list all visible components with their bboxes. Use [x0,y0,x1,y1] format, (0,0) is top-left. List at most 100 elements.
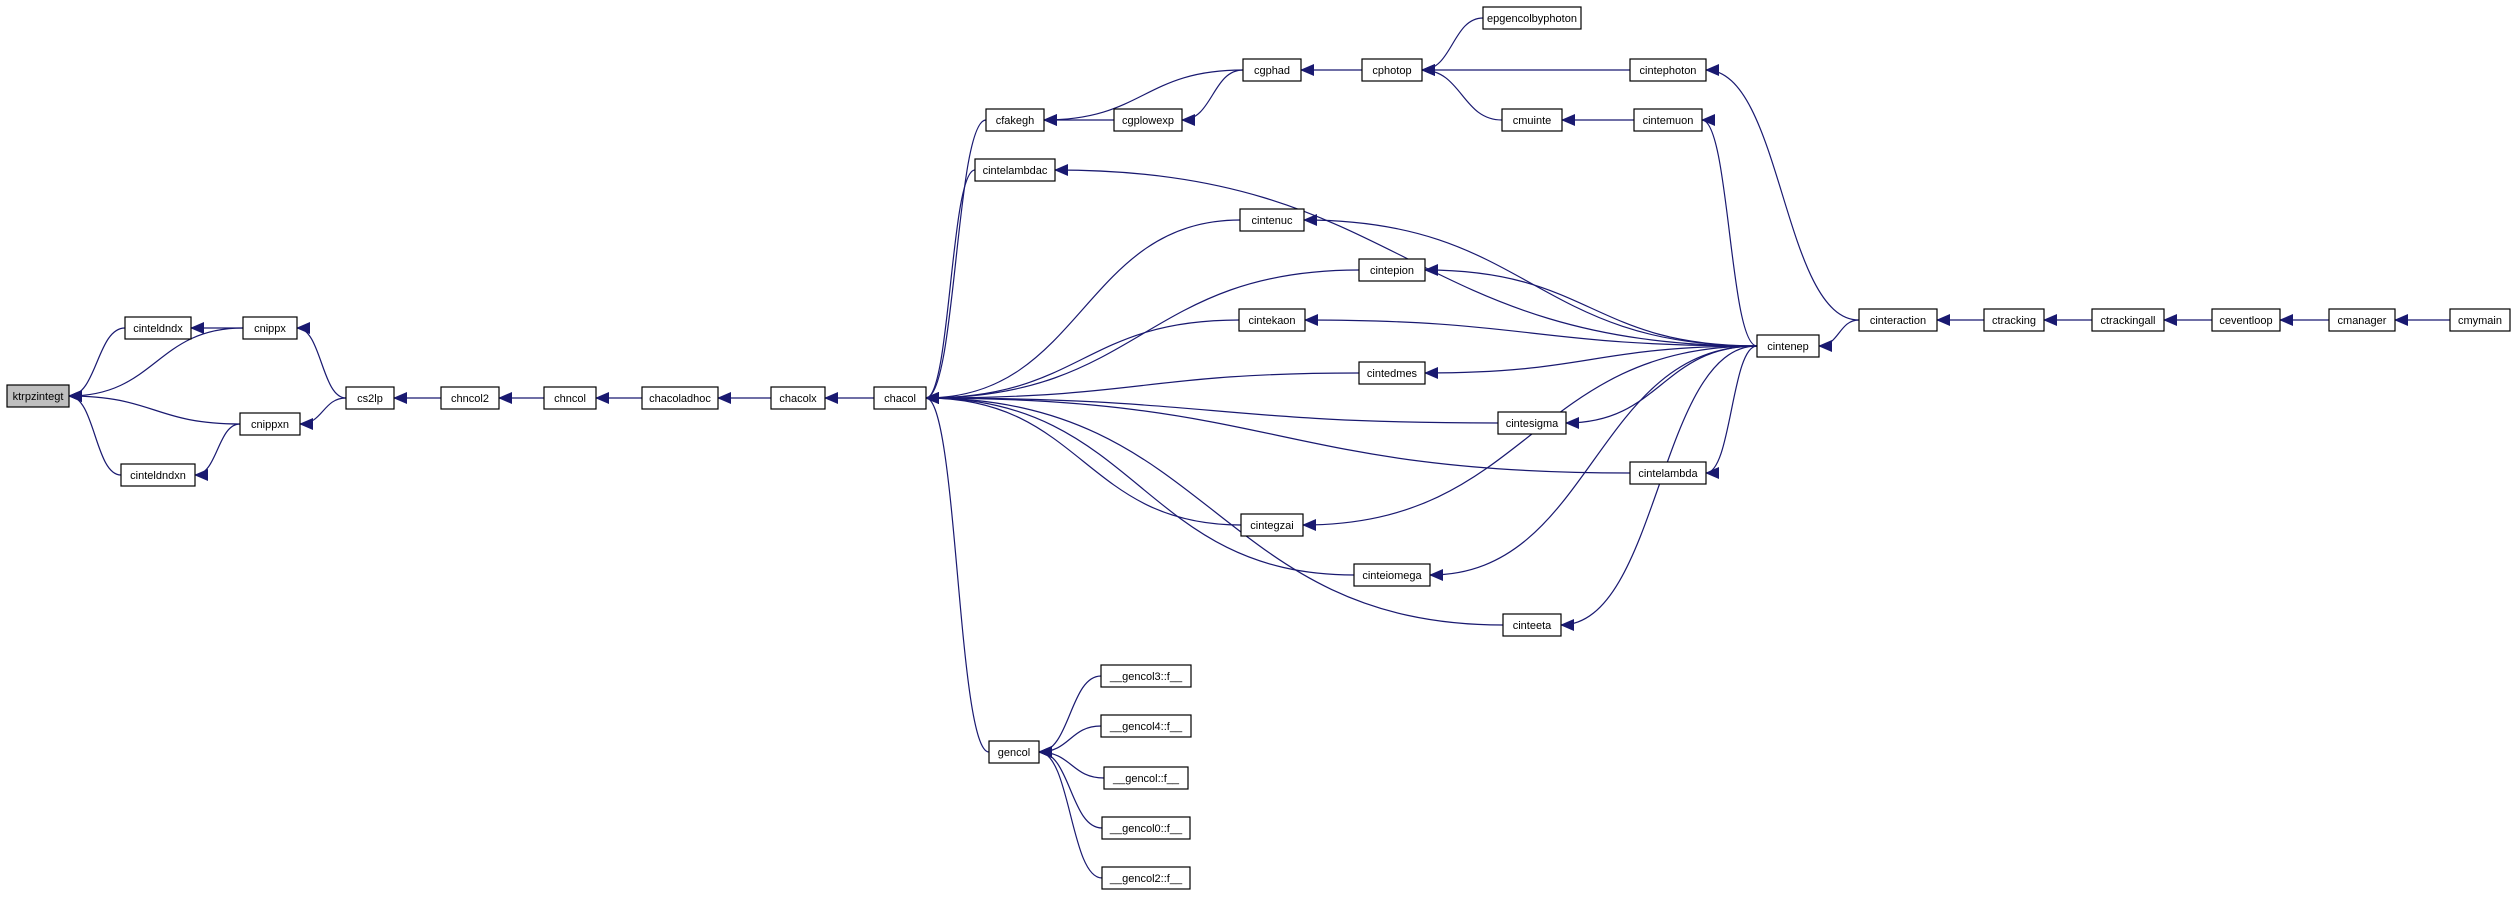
node-gencol[interactable]: gencol [988,740,1040,764]
node-box [1633,108,1703,132]
node-label: chacolx [779,393,817,405]
node-cintegzai[interactable]: cintegzai [1240,513,1304,537]
node-cnippx[interactable]: cnippx [242,316,298,340]
edge-cmuinte-to-cphotop [1421,64,1503,121]
node-box [1501,108,1563,132]
node-chncol2[interactable]: chncol2 [440,386,500,410]
node-ceventloop[interactable]: ceventloop [2211,308,2281,332]
node-label: ktrpzintegt [13,391,64,403]
node-box [1101,866,1191,890]
node-cintenuc[interactable]: cintenuc [1239,208,1305,232]
node-gencol2[interactable]: __gencol2::f__ [1101,866,1191,890]
node-ctrackingall[interactable]: ctrackingall [2091,308,2165,332]
node-cmanager[interactable]: cmanager [2328,308,2396,332]
node-cinteraction[interactable]: cinteraction [1858,308,1938,332]
node-label: cintemuon [1643,115,1694,127]
edge-cintenep-to-cintenuc [1303,214,1758,347]
node-cinteldndx[interactable]: cinteldndx [124,316,192,340]
nodes-layer: ktrpzintegt cinteldndx cinteldndxn cnippx cn… [6,6,2511,890]
node-box [1756,334,1820,358]
node-label: cfakegh [996,115,1035,127]
node-chncol[interactable]: chncol [543,386,597,410]
node-box [440,386,500,410]
edge-cinteraction-to-cintenep [1818,319,1860,352]
node-label: cmymain [2458,315,2502,327]
node-cnippxn[interactable]: cnippxn [239,412,301,436]
node-cphotop[interactable]: cphotop [1361,58,1423,82]
node-box [124,316,192,340]
node-cinteldndxn[interactable]: cinteldndxn [120,463,196,487]
edge-cintesigma-to-chacol [925,392,1499,424]
node-box [2091,308,2165,332]
edge-cintenep-to-cintekaon [1304,314,1758,347]
node-box [1497,411,1567,435]
node-label: cintelambdac [983,165,1048,177]
node-label: cmuinte [1513,115,1552,127]
node-cintemuon[interactable]: cintemuon [1633,108,1703,132]
edge-cintegzai-to-chacol [925,392,1242,526]
node-cintelambdac[interactable]: cintelambdac [974,158,1056,182]
node-box [1361,58,1423,82]
node-box [1101,816,1191,840]
node-label: cinteraction [1870,315,1926,327]
node-gencol4[interactable]: __gencol4::f__ [1100,714,1192,738]
node-cgphad[interactable]: cgphad [1242,58,1302,82]
node-label: cintesigma [1506,418,1559,430]
node-ctracking[interactable]: ctracking [1983,308,2045,332]
node-cintenep[interactable]: cintenep [1756,334,1820,358]
node-label: cintephoton [1640,65,1697,77]
edge-cintenep-to-cintelambda [1705,345,1758,479]
node-epgencolbyphoton[interactable]: epgencolbyphoton [1482,6,1582,30]
node-label: __gencol2::f__ [1109,873,1183,885]
node-label: cinteeta [1513,620,1552,632]
node-box [1629,461,1707,485]
node-ktrpzintegt[interactable]: ktrpzintegt [6,384,70,408]
node-box [1103,766,1189,790]
node-cs2lp[interactable]: cs2lp [345,386,395,410]
edge-cintekaon-to-chacol [925,319,1240,404]
node-cfakegh[interactable]: cfakegh [985,108,1045,132]
node-gencol3[interactable]: __gencol3::f__ [1100,664,1192,688]
node-box [988,740,1040,764]
edge-cinteldndx-to-ktrpzintegt [68,327,126,402]
edge-gencol3-to-gencol [1038,675,1102,758]
node-box [1502,613,1562,637]
edge-cintenep-to-cinteiomega [1429,345,1758,581]
node-chacoladhoc[interactable]: chacoladhoc [641,386,719,410]
node-label: ceventloop [2219,315,2272,327]
node-gencol1[interactable]: __gencol::f__ [1103,766,1189,790]
node-cgplowexp[interactable]: cgplowexp [1113,108,1183,132]
node-label: cinteiomega [1362,570,1422,582]
edge-cnippxn-to-cinteldndxn [194,423,241,481]
node-label: cintekaon [1248,315,1295,327]
node-label: cinteldndxn [130,470,186,482]
node-box [345,386,395,410]
node-cinteiomega[interactable]: cinteiomega [1353,563,1431,587]
node-cintedmes[interactable]: cintedmes [1358,361,1426,385]
node-box [1358,258,1426,282]
node-gencol0[interactable]: __gencol0::f__ [1101,816,1191,840]
node-box [985,108,1045,132]
node-box [242,316,298,340]
node-chacol[interactable]: chacol [873,386,927,410]
node-label: cnippxn [251,419,289,431]
node-label: cgphad [1254,65,1290,77]
node-chacolx[interactable]: chacolx [770,386,826,410]
node-cmuinte[interactable]: cmuinte [1501,108,1563,132]
node-cintephoton[interactable]: cintephoton [1629,58,1707,82]
edge-cgphad-to-cfakegh [1043,69,1244,126]
edge-cnippxn-to-ktrpzintegt [68,390,241,425]
node-label: __gencol4::f__ [1109,721,1183,733]
node-label: __gencol0::f__ [1109,823,1183,835]
node-box [1242,58,1302,82]
node-cintesigma[interactable]: cintesigma [1497,411,1567,435]
node-label: chacol [884,393,916,405]
node-cinteeta[interactable]: cinteeta [1502,613,1562,637]
edge-cinteraction-to-cintephoton [1705,64,1860,321]
node-cintekaon[interactable]: cintekaon [1238,308,1306,332]
node-cmymain[interactable]: cmymain [2449,308,2511,332]
node-cintelambda[interactable]: cintelambda [1629,461,1707,485]
node-cintepion[interactable]: cintepion [1358,258,1426,282]
node-box [2328,308,2396,332]
